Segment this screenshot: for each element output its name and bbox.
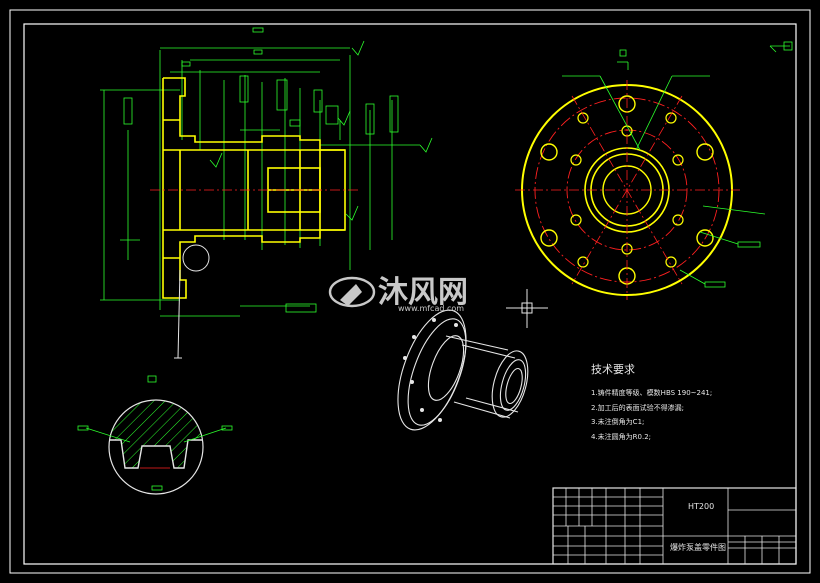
front-section-view	[100, 27, 433, 383]
tech-requirement-item: 2.加工后的表面试验不得渗漏;	[591, 403, 684, 412]
flange-top-view	[515, 41, 793, 300]
title-block	[552, 487, 797, 565]
watermark-brand: 沐风网	[378, 275, 468, 310]
outer-frame	[9, 9, 811, 574]
isometric-view	[397, 309, 529, 431]
tech-requirement-item: 3.未注倒角为C1;	[591, 417, 644, 426]
watermark: 沐风网 www.mfcad.com	[328, 275, 468, 313]
tech-requirement-item: 1.铸件精度等级、模数HBS 190~241;	[591, 388, 712, 397]
crosshair-cursor	[506, 289, 548, 328]
title-block-code: HT200	[688, 502, 714, 511]
watermark-url: www.mfcad.com	[398, 304, 464, 313]
tech-requirements: 技术要求 1.铸件精度等级、模数HBS 190~241; 2.加工后的表面试验不…	[591, 363, 712, 441]
inner-frame	[23, 23, 797, 565]
title-block-part-name: 爆炸泵盖零件图	[670, 542, 726, 552]
detail-view	[77, 399, 233, 495]
tech-requirement-item: 4.未注圆角为R0.2;	[591, 432, 651, 441]
tech-requirements-title: 技术要求	[591, 363, 635, 376]
